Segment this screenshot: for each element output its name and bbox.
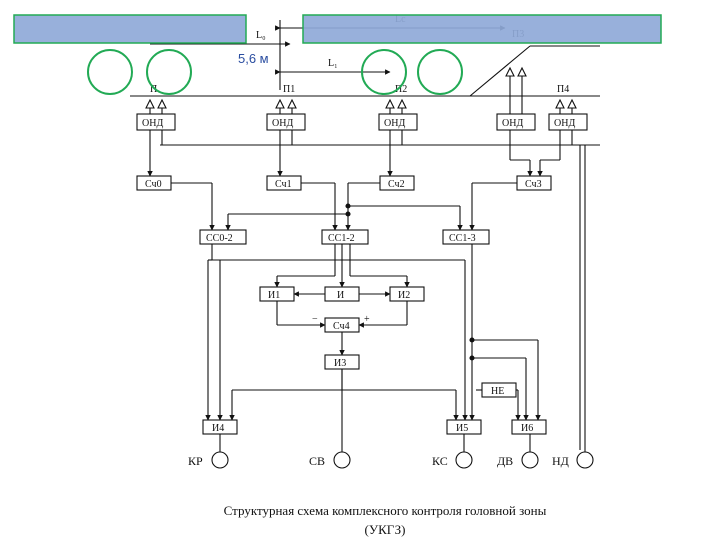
caption-line-1: Структурная схема комплексного контроля … — [223, 503, 547, 518]
overlay: 5,6 м — [13, 14, 662, 95]
train-bar-left — [13, 14, 247, 44]
label-sch2: Сч2 — [388, 179, 405, 190]
signal-p: П — [150, 84, 157, 95]
wheel-circle — [361, 49, 407, 95]
distance-label: 5,6 м — [238, 51, 269, 66]
label-ne: НЕ — [491, 386, 504, 397]
output-indicators — [211, 451, 594, 469]
branch-line — [469, 45, 531, 97]
label-sch3: Сч3 — [525, 179, 542, 190]
signal-p2: П2 — [395, 84, 407, 95]
output-gates — [202, 419, 547, 435]
output-ks-label: КС — [432, 454, 448, 468]
label-plus: + — [364, 314, 370, 325]
label-i3: И3 — [334, 358, 346, 369]
wheel-circle — [146, 49, 192, 95]
wheel-circle — [87, 49, 133, 95]
label-ss02: СС0-2 — [206, 233, 233, 244]
label-l0: L₀ — [256, 30, 266, 41]
output-nd-label: НД — [552, 454, 569, 468]
sensor-triangles — [145, 66, 577, 109]
ond-label-3: ОНД — [384, 118, 405, 129]
ond-label-1: ОНД — [142, 118, 163, 129]
label-sch0: Сч0 — [145, 179, 162, 190]
wheel-circle — [417, 49, 463, 95]
caption-line-2: (УКГЗ) — [364, 522, 406, 537]
label-ss13: СС1-3 — [449, 233, 476, 244]
train-bar-right — [302, 14, 662, 44]
label-i5: И5 — [456, 423, 468, 434]
ond-label-4: ОНД — [502, 118, 523, 129]
label-i6: И6 — [521, 423, 533, 434]
ond-blocks — [136, 113, 588, 131]
label-ss12: СС1-2 — [328, 233, 355, 244]
label-i4: И4 — [212, 423, 224, 434]
label-i1: И1 — [268, 290, 280, 301]
label-i2: И2 — [398, 290, 410, 301]
label-l1: L₁ — [328, 58, 338, 69]
comparator-blocks — [199, 229, 490, 245]
label-sch4: Сч4 — [333, 321, 350, 332]
output-dv-label: ДВ — [497, 454, 513, 468]
label-i: И — [337, 290, 344, 301]
label-sch1: Сч1 — [275, 179, 292, 190]
signal-p4: П4 — [557, 84, 569, 95]
ond-label-2: ОНД — [272, 118, 293, 129]
signal-p1: П1 — [283, 84, 295, 95]
output-sv-label: СВ — [309, 454, 325, 468]
output-kr-label: КР — [188, 454, 203, 468]
label-minus: − — [312, 314, 318, 325]
ond-label-5: ОНД — [554, 118, 575, 129]
